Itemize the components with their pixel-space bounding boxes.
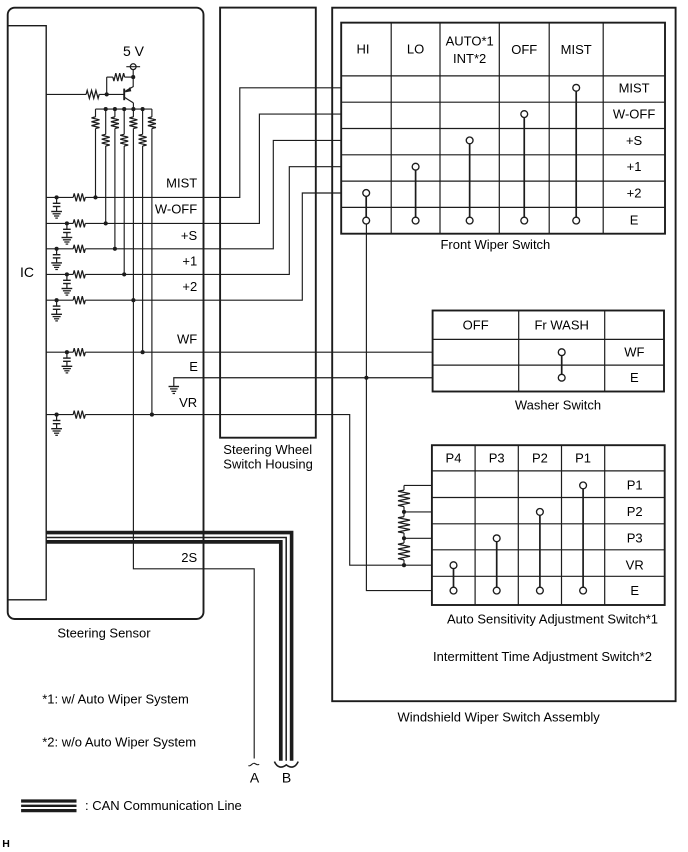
svg-text:Fr WASH: Fr WASH bbox=[534, 317, 588, 332]
svg-text:Windshield Wiper Switch Assemb: Windshield Wiper Switch Assembly bbox=[397, 710, 600, 725]
svg-text:P2: P2 bbox=[627, 504, 643, 519]
svg-text:WF: WF bbox=[624, 345, 644, 360]
svg-text:INT*2: INT*2 bbox=[453, 51, 486, 66]
svg-text:*2: w/o Auto Wiper System: *2: w/o Auto Wiper System bbox=[42, 735, 196, 750]
svg-text:W-OFF: W-OFF bbox=[155, 202, 197, 217]
svg-text:MIST: MIST bbox=[166, 176, 197, 191]
svg-text:MIST: MIST bbox=[561, 42, 592, 57]
svg-text:: CAN Communication Line: : CAN Communication Line bbox=[85, 798, 242, 813]
svg-text:VR: VR bbox=[179, 395, 197, 410]
svg-text:P1: P1 bbox=[575, 450, 591, 465]
svg-text:2S: 2S bbox=[181, 550, 197, 565]
svg-text:Washer Switch: Washer Switch bbox=[515, 398, 601, 413]
svg-text:*1: w/ Auto Wiper System: *1: w/ Auto Wiper System bbox=[42, 691, 189, 706]
svg-text:OFF: OFF bbox=[511, 42, 537, 57]
svg-text:HI: HI bbox=[357, 42, 370, 57]
svg-text:A: A bbox=[250, 770, 260, 786]
svg-text:B: B bbox=[282, 770, 291, 786]
svg-text:+2: +2 bbox=[627, 186, 642, 201]
svg-text:VR: VR bbox=[626, 558, 644, 573]
svg-text:P2: P2 bbox=[532, 450, 548, 465]
svg-text:OFF: OFF bbox=[463, 317, 489, 332]
svg-text:P3: P3 bbox=[489, 450, 505, 465]
svg-text:+2: +2 bbox=[182, 279, 197, 294]
svg-text:WF: WF bbox=[177, 332, 197, 347]
svg-text:+S: +S bbox=[626, 133, 643, 148]
svg-text:5 V: 5 V bbox=[123, 43, 145, 59]
svg-text:Steering Sensor: Steering Sensor bbox=[57, 626, 151, 641]
svg-text:E: E bbox=[189, 359, 198, 374]
svg-text:Auto Sensitivity Adjustment Sw: Auto Sensitivity Adjustment Switch*1 bbox=[447, 611, 658, 626]
svg-text:Switch Housing: Switch Housing bbox=[223, 456, 313, 471]
svg-text:+1: +1 bbox=[182, 254, 197, 269]
svg-text:Front Wiper Switch: Front Wiper Switch bbox=[440, 237, 550, 252]
svg-text:W-OFF: W-OFF bbox=[613, 107, 655, 122]
svg-text:Intermittent Time Adjustment S: Intermittent Time Adjustment Switch*2 bbox=[433, 649, 652, 664]
svg-text:P4: P4 bbox=[446, 450, 462, 465]
svg-text:P1: P1 bbox=[627, 478, 643, 493]
svg-text:IC: IC bbox=[20, 264, 34, 280]
svg-text:+S: +S bbox=[181, 228, 198, 243]
svg-text:Steering Wheel: Steering Wheel bbox=[223, 442, 312, 457]
svg-text:E: E bbox=[630, 370, 639, 385]
svg-text:P3: P3 bbox=[627, 531, 643, 546]
svg-text:E: E bbox=[630, 212, 639, 227]
svg-text:AUTO*1: AUTO*1 bbox=[446, 33, 494, 48]
svg-text:E: E bbox=[630, 583, 639, 598]
svg-text:H: H bbox=[2, 838, 10, 850]
svg-text:MIST: MIST bbox=[619, 80, 650, 95]
svg-text:+1: +1 bbox=[627, 159, 642, 174]
svg-text:LO: LO bbox=[407, 42, 424, 57]
